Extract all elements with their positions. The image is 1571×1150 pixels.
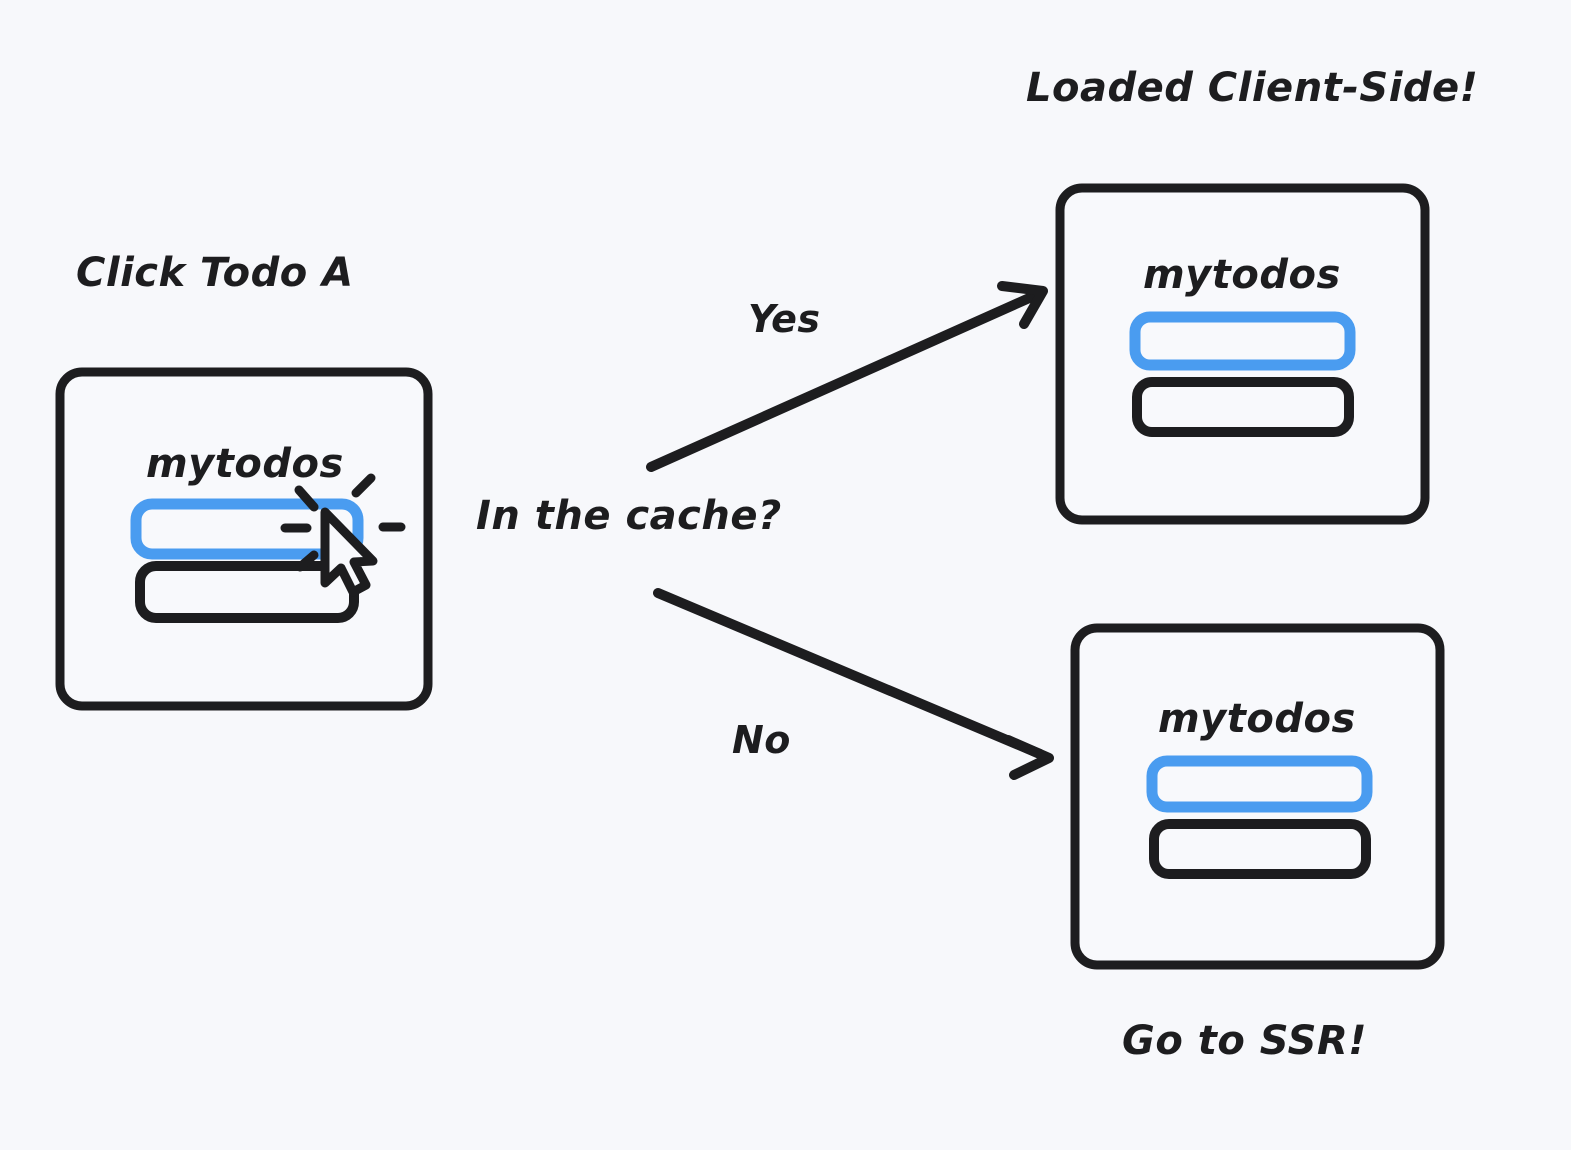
source-card-title: mytodos [146, 441, 344, 487]
client-side-card-frame [1055, 183, 1430, 525]
label-branch-yes: Yes [748, 297, 821, 341]
label-go-to-ssr: Go to SSR! [1122, 1018, 1367, 1064]
source-card[interactable] [55, 367, 433, 711]
ssr-card-row-todo-a[interactable] [1146, 755, 1373, 813]
client-side-card-title: mytodos [1143, 252, 1341, 298]
label-loaded-client-side: Loaded Client-Side! [1026, 65, 1479, 111]
arrow-yes [646, 281, 1048, 472]
click-sparkle-icon [280, 473, 406, 572]
arrow-no [653, 588, 1054, 780]
label-decision-in-the-cache: In the cache? [476, 493, 782, 539]
client-side-card[interactable] [1055, 183, 1430, 525]
source-card-frame [55, 367, 433, 711]
label-branch-no: No [732, 718, 791, 762]
label-click-todo: Click Todo A [76, 250, 354, 296]
ssr-card-row-todo-b[interactable] [1149, 819, 1371, 879]
source-card-row-todo-a[interactable] [130, 498, 364, 560]
client-side-card-row-todo-b[interactable] [1132, 377, 1354, 437]
ssr-card[interactable] [1070, 623, 1445, 970]
ssr-card-title: mytodos [1158, 696, 1356, 742]
ssr-card-frame [1070, 623, 1445, 970]
mouse-pointer-icon [320, 507, 378, 597]
client-side-card-row-todo-a[interactable] [1129, 311, 1356, 371]
